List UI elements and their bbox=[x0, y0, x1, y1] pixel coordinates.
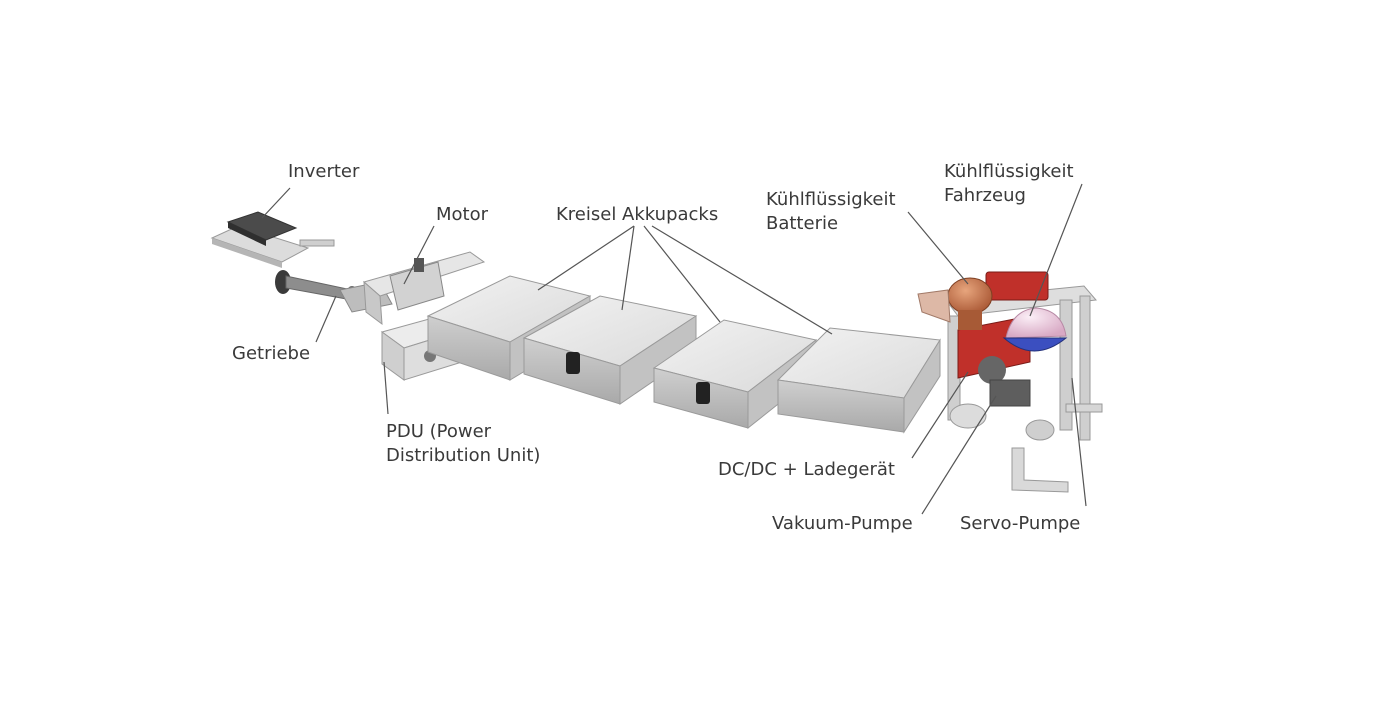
label-pdu: PDU (Power Distribution Unit) bbox=[386, 420, 540, 468]
label-dcdc-text: DC/DC + Ladegerät bbox=[718, 459, 895, 480]
leader-motor bbox=[403, 225, 435, 285]
label-getriebe-text: Getriebe bbox=[232, 343, 311, 364]
leader-packs-1 bbox=[537, 225, 635, 291]
leader-dcdc bbox=[911, 371, 969, 459]
leader-pdu bbox=[383, 361, 389, 415]
label-vakuum-text: Vakuum-Pumpe bbox=[772, 513, 913, 534]
inverter-unit bbox=[210, 211, 335, 268]
label-coolant-vehicle: Kühlflüssigkeit Fahrzeug bbox=[944, 160, 1074, 208]
label-inverter-text: Inverter bbox=[288, 161, 360, 182]
label-coolant-battery-line1: Kühlflüssigkeit bbox=[766, 189, 896, 210]
label-dcdc: DC/DC + Ladegerät bbox=[718, 458, 895, 482]
label-inverter: Inverter bbox=[288, 160, 359, 184]
label-pdu-line2: Distribution Unit) bbox=[386, 445, 541, 466]
aux-cluster bbox=[917, 271, 1103, 493]
label-motor: Motor bbox=[436, 203, 488, 227]
motor-frame bbox=[362, 251, 486, 326]
battery-pack-2 bbox=[522, 295, 698, 405]
leader-servo bbox=[1071, 377, 1087, 507]
label-motor-text: Motor bbox=[436, 204, 489, 225]
label-coolant-vehicle-line1: Kühlflüssigkeit bbox=[944, 161, 1074, 182]
label-servo: Servo-Pumpe bbox=[960, 512, 1080, 536]
leader-inverter bbox=[261, 187, 291, 219]
leader-packs-3 bbox=[643, 225, 721, 323]
label-coolant-vehicle-line2: Fahrzeug bbox=[944, 185, 1026, 206]
label-getriebe: Getriebe bbox=[232, 342, 310, 366]
label-servo-text: Servo-Pumpe bbox=[960, 513, 1081, 534]
label-packs-text: Kreisel Akkupacks bbox=[556, 204, 719, 225]
leader-packs-2 bbox=[621, 225, 635, 311]
label-packs: Kreisel Akkupacks bbox=[556, 203, 718, 227]
leader-vakuum bbox=[921, 395, 997, 515]
leader-coolant-battery bbox=[907, 211, 969, 285]
label-vakuum: Vakuum-Pumpe bbox=[772, 512, 913, 536]
label-pdu-line1: PDU (Power bbox=[386, 421, 492, 442]
leader-packs-4 bbox=[651, 225, 833, 335]
label-coolant-battery-line2: Batterie bbox=[766, 213, 839, 234]
battery-pack-4 bbox=[776, 327, 941, 434]
leader-lines bbox=[261, 183, 1087, 515]
leader-coolant-vehicle bbox=[1029, 183, 1083, 317]
leader-getriebe bbox=[315, 295, 337, 343]
label-coolant-battery: Kühlflüssigkeit Batterie bbox=[766, 188, 896, 236]
